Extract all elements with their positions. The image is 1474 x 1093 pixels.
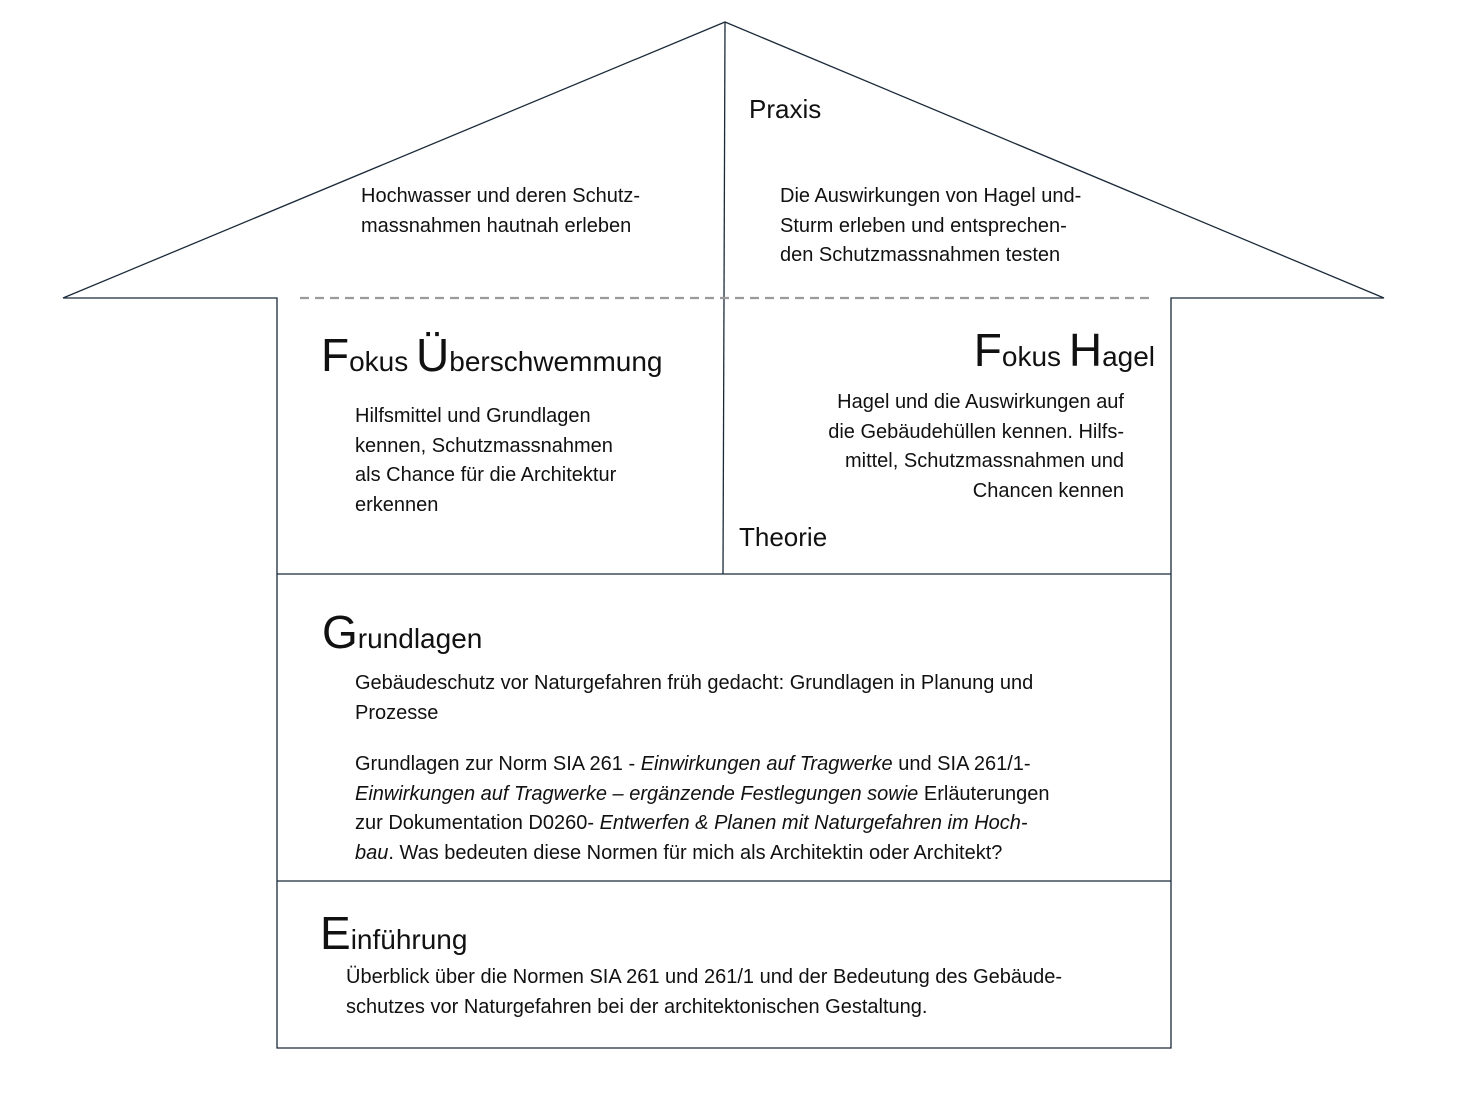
- text-line: Die Auswirkungen von Hagel und-: [780, 185, 1082, 207]
- text-run-italic: bau: [355, 841, 389, 864]
- title-rest: inführung: [350, 924, 468, 955]
- text-run: zur Dokumentation D0260-: [355, 812, 600, 834]
- text-line: Grundlagen zur Norm SIA 261 - Einwirkung…: [355, 750, 1155, 780]
- title-initial: F: [973, 324, 1002, 376]
- text-line: den Schutzmassnahmen testen: [780, 244, 1061, 266]
- text-line: Hagel und die Auswirkungen auf: [837, 391, 1124, 413]
- text-line: Prozesse: [355, 701, 439, 724]
- title-rest: okus: [349, 346, 417, 377]
- praxis-label: Praxis: [749, 94, 822, 124]
- text-line: Einwirkungen auf Tragwerke – ergänzende …: [355, 780, 1155, 810]
- text-line: zur Dokumentation D0260- Entwerfen & Pla…: [355, 809, 1155, 839]
- text-line: Überblick über die Normen SIA 261 und 26…: [346, 966, 1063, 988]
- text-line: Sturm erleben und entsprechen-: [780, 214, 1067, 237]
- text-run: und SIA 261/1-: [892, 753, 1031, 775]
- title-rest: agel: [1102, 341, 1155, 372]
- text-run-italic: Entwerfen & Planen mit Naturgefahren im …: [599, 812, 1028, 834]
- grundlagen-paragraph-1: Gebäudeschutz vor Naturgefahren früh ged…: [355, 669, 1155, 728]
- text-line: Hochwasser und deren Schutz-: [361, 185, 641, 207]
- title-rest: rundlagen: [357, 623, 483, 654]
- text-line: als Chance für die Architektur: [355, 464, 617, 486]
- title-initial: Ü: [416, 329, 450, 381]
- roof-right-text: Die Auswirkungen von Hagel und- Sturm er…: [780, 182, 1140, 271]
- title-rest: berschwemmung: [449, 346, 663, 377]
- text-line: die Gebäudehüllen kennen. Hilfs-: [828, 420, 1124, 443]
- title-rest: okus: [1001, 341, 1069, 372]
- theorie-label: Theorie: [739, 522, 828, 552]
- text-line: schutzes vor Naturgefahren bei der archi…: [346, 995, 928, 1018]
- title-initial: H: [1068, 324, 1103, 376]
- text-line: bau. Was bedeuten diese Normen für mich …: [355, 839, 1155, 869]
- text-line: erkennen: [355, 493, 439, 516]
- text-line: Hilfsmittel und Grundlagen: [355, 405, 591, 427]
- roof-left-text: Hochwasser und deren Schutz- massnahmen …: [361, 182, 701, 241]
- fokus-hagel-text: Hagel und die Auswirkungen auf die Gebäu…: [764, 388, 1124, 506]
- text-line: mittel, Schutzmassnahmen und: [844, 450, 1124, 472]
- text-run: . Was bedeuten diese Normen für mich als…: [388, 841, 1003, 864]
- text-line: massnahmen hautnah erleben: [361, 214, 632, 237]
- fokus-ueberschwemmung-title: Fokus Überschwemmung: [321, 330, 662, 387]
- text-run: Grundlagen zur Norm SIA 261 -: [355, 753, 641, 775]
- title-initial: F: [321, 329, 350, 381]
- grundlagen-paragraph-2: Grundlagen zur Norm SIA 261 - Einwirkung…: [355, 750, 1155, 868]
- text-run: Erläuterungen: [918, 782, 1050, 805]
- text-line: Chancen kennen: [972, 479, 1124, 502]
- einfuehrung-title: Einführung: [320, 908, 467, 965]
- title-initial: G: [322, 606, 358, 658]
- text-line: Gebäudeschutz vor Naturgefahren früh ged…: [355, 672, 1034, 694]
- text-run-italic: Einwirkungen auf Tragwerke: [640, 753, 893, 775]
- fokus-ueberschwemmung-text: Hilfsmittel und Grundlagen kennen, Schut…: [355, 402, 685, 520]
- text-line: kennen, Schutzmassnahmen: [355, 434, 613, 457]
- grundlagen-title: Grundlagen: [322, 607, 482, 664]
- einfuehrung-text: Überblick über die Normen SIA 261 und 26…: [346, 963, 1156, 1022]
- house-shape: [62, 21, 1385, 1049]
- fokus-hagel-title: Fokus Hagel: [900, 325, 1155, 382]
- text-run-italic: Einwirkungen auf Tragwerke – ergänzende …: [355, 782, 919, 805]
- title-initial: E: [320, 907, 351, 959]
